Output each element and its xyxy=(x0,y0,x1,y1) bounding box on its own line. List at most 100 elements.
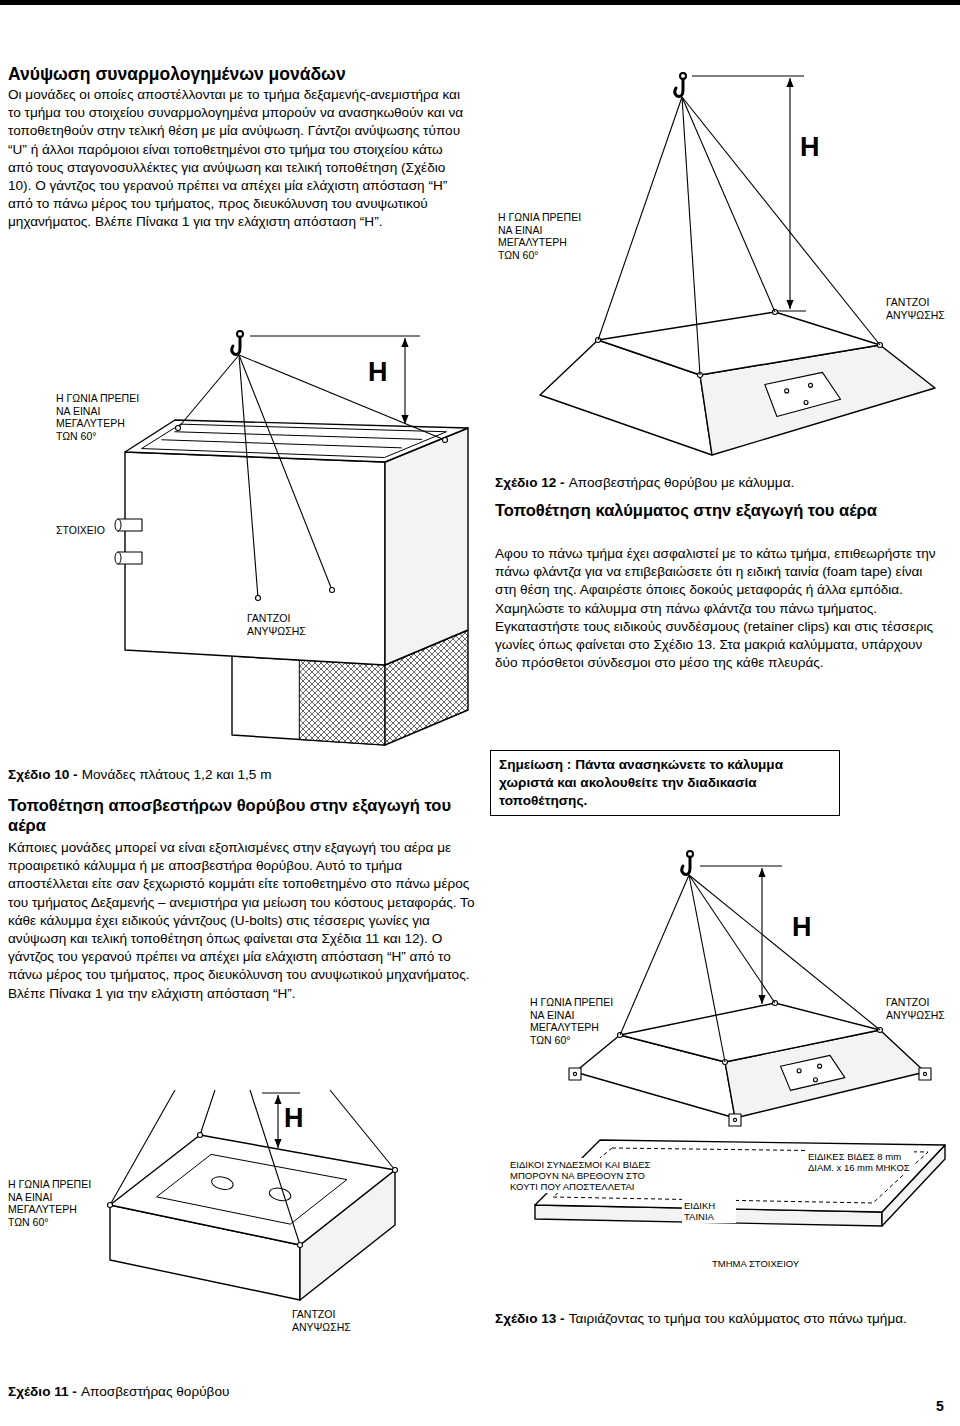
text-block: ΕΙΔΙΚΗ ΤΑΙΝΙΑ xyxy=(682,1199,736,1223)
lifting-cable xyxy=(682,97,880,345)
paragraph: Εγκαταστήστε τους ειδικούς συνδέσμους (r… xyxy=(495,618,942,673)
caption-number: Σχέδιο 11 - xyxy=(8,1384,77,1399)
coil-top xyxy=(125,420,468,462)
callout-label: Η ΓΩΝΙΑ ΠΡΕΠΕΙ ΝΑ ΕΙΝΑΙ ΜΕΓΑΛΥΤΕΡΗ ΤΩΝ 6… xyxy=(498,211,581,261)
lifting-cable xyxy=(178,355,239,428)
u-bolt xyxy=(198,1133,203,1138)
lifting-cable xyxy=(689,875,880,1030)
dimension-label: H xyxy=(800,132,820,162)
dimension-tick xyxy=(250,336,420,337)
hood-top xyxy=(598,312,880,375)
lifting-cable xyxy=(200,1090,215,1135)
clip-screw xyxy=(573,1072,576,1075)
callout-label: Η ΓΩΝΙΑ ΠΡΕΠΕΙ ΝΑ ΕΙΝΑΙ ΜΕΓΑΛΥΤΕΡΗ ΤΩΝ 6… xyxy=(56,392,139,442)
coil-connection xyxy=(118,552,142,564)
lifting-cable xyxy=(682,97,700,375)
callout-label: ΓΑΝΤΖΟΙ ΑΝΥΨΩΣΗΣ xyxy=(886,996,945,1021)
text-block: Σχέδιο 13 - Ταιριάζοντας το τμήμα του καλ… xyxy=(495,1310,925,1328)
fan-section xyxy=(232,656,385,745)
lifting-cable xyxy=(689,875,775,1003)
text-block: H xyxy=(792,913,812,941)
attenuator-baffle xyxy=(157,1154,347,1224)
text-block: Οι μονάδες οι οποίες αποστέλλονται με το… xyxy=(8,86,470,232)
lifting-cable xyxy=(689,875,725,1062)
fan-grille xyxy=(299,660,385,745)
text-block: Κάποιες μονάδες μπορεί να είναι εξοπλισμ… xyxy=(8,839,480,1003)
text-block: Η ΓΩΝΙΑ ΠΡΕΠΕΙ ΝΑ ΕΙΝΑΙ ΜΕΓΑΛΥΤΕΡΗ ΤΩΝ 6… xyxy=(56,392,146,442)
lifting-cable xyxy=(239,355,445,440)
text-block: Τοποθέτηση καλύμματος στην εξαγωγή του α… xyxy=(495,500,950,520)
lifting-cable xyxy=(110,1090,175,1205)
text-block: Σχέδιο 12 -Αποσβεστήρας θορύβου με κάλυμ… xyxy=(495,474,950,492)
text-block: Η ΓΩΝΙΑ ΠΡΕΠΕΙ ΝΑ ΕΙΝΑΙ ΜΕΓΑΛΥΤΕΡΗ ΤΩΝ 6… xyxy=(530,996,620,1046)
lifting-cable xyxy=(239,355,332,590)
callout-label: ΤΜΗΜΑ ΣΤΟΙΧΕΙΟΥ xyxy=(712,1258,799,1269)
attenuator-opening xyxy=(210,1175,234,1191)
u-bolt xyxy=(176,426,181,431)
drip-pan xyxy=(142,424,447,457)
caption-number: Σχέδιο 13 - xyxy=(495,1311,565,1326)
crane-hook xyxy=(675,79,683,96)
paragraph: Αφου το πάνω τμήμα έχει ασφαλιστεί με το… xyxy=(495,545,942,618)
section-heading: Ανύψωση συναρμολογημένων μονάδων xyxy=(8,64,346,84)
text-block: ΣΤΟΙΧΕΙΟ xyxy=(56,524,105,537)
text-block: H xyxy=(800,133,820,161)
text-block: 5 xyxy=(936,1398,944,1414)
text-block: Τοποθέτηση αποσβεστήρων θορύβου στην εξα… xyxy=(8,795,468,835)
lifting-cable xyxy=(620,875,689,1035)
lifting-cable xyxy=(598,97,682,340)
callout-label: ΓΑΝΤΖΟΙ ΑΝΥΨΩΣΗΣ xyxy=(292,1308,351,1333)
text-block: Σχέδιο 11 -Αποσβεστήρας θορύβου xyxy=(8,1383,428,1401)
callout-label: ΓΑΝΤΖΟΙ ΑΝΥΨΩΣΗΣ xyxy=(886,296,945,321)
coil-connection xyxy=(115,552,121,564)
text-block: ΕΙΔΙΚΟΙ ΣΥΝΔΕΣΜΟΙ ΚΑΙ ΒΙΔΕΣ ΜΠΟΡΟΥΝ ΝΑ Β… xyxy=(508,1158,662,1193)
callout-label: ΕΙΔΙΚΟΙ ΣΥΝΔΕΣΜΟΙ ΚΑΙ ΒΙΔΕΣ ΜΠΟΡΟΥΝ ΝΑ Β… xyxy=(510,1159,650,1192)
retainer-clip xyxy=(729,1114,741,1126)
dimension-tick xyxy=(262,1093,300,1094)
caption-text: Ταιριάζοντας το τμήμα του καλύμματος στο… xyxy=(569,1311,907,1326)
dimension-label: H xyxy=(284,1103,304,1133)
dimension-label: H xyxy=(368,357,388,387)
section-heading: Τοποθέτηση αποσβεστήρων θορύβου στην εξα… xyxy=(8,796,451,834)
text-block: H xyxy=(284,1104,304,1132)
clip-screw xyxy=(733,1118,736,1121)
panel-fastener xyxy=(785,389,789,393)
panel-fastener xyxy=(809,383,813,387)
caption-number: Σχέδιο 12 - xyxy=(495,475,565,490)
coil-tube xyxy=(174,432,422,440)
coil-connection xyxy=(115,519,121,531)
text-block: ΓΑΝΤΖΟΙ ΑΝΥΨΩΣΗΣ xyxy=(886,996,956,1021)
dimension-line xyxy=(789,78,790,309)
dimension-line xyxy=(277,1095,278,1148)
text-block: H xyxy=(368,358,388,386)
panel-fastener xyxy=(818,1064,822,1068)
text-block: ΓΑΝΤΖΟΙ ΑΝΥΨΩΣΗΣ xyxy=(292,1308,364,1333)
page-rule xyxy=(0,0,960,5)
lifting-cable xyxy=(330,1090,395,1170)
attenuator-opening xyxy=(268,1186,292,1202)
callout-label: Η ΓΩΝΙΑ ΠΡΕΠΕΙ ΝΑ ΕΙΝΑΙ ΜΕΓΑΛΥΤΕΡΗ ΤΩΝ 6… xyxy=(8,1178,91,1228)
text-block: ΕΙΔΙΚΕΣ ΒΙΔΕΣ 8 mm ΔΙΑΜ. x 16 mm ΜΗΚΟΣ xyxy=(806,1150,914,1174)
dimension-tick xyxy=(700,866,782,867)
hood-top xyxy=(620,1003,880,1062)
text-block: Η ΓΩΝΙΑ ΠΡΕΠΕΙ ΝΑ ΕΙΝΑΙ ΜΕΓΑΛΥΤΕΡΗ ΤΩΝ 6… xyxy=(498,211,588,261)
text-block: ΓΑΝΤΖΟΙ ΑΝΥΨΩΣΗΣ xyxy=(247,612,329,637)
text-block: ΓΑΝΤΖΟΙ ΑΝΥΨΩΣΗΣ xyxy=(886,296,956,321)
panel-fastener xyxy=(797,1069,801,1073)
lifting-cable xyxy=(239,355,258,598)
section-heading: Τοποθέτηση καλύμματος στην εξαγωγή του α… xyxy=(495,501,877,519)
lifting-cable xyxy=(682,97,775,312)
text-block: Η ΓΩΝΙΑ ΠΡΕΠΕΙ ΝΑ ΕΙΝΑΙ ΜΕΓΑΛΥΤΕΡΗ ΤΩΝ 6… xyxy=(8,1178,98,1228)
panel-fastener xyxy=(813,1078,817,1082)
u-bolt xyxy=(256,596,261,601)
dimension-line xyxy=(404,338,405,424)
access-panel xyxy=(781,1055,845,1090)
note-box: Σημείωση : Πάντα ανασηκώνετε το κάλυμμα … xyxy=(490,750,840,816)
callout-label: ΓΑΝΤΖΟΙ ΑΝΥΨΩΣΗΣ xyxy=(247,612,306,637)
text-block: Σχέδιο 10 -Μονάδες πλάτους 1,2 και 1,5 m xyxy=(8,766,468,784)
coil-section xyxy=(385,428,468,665)
callout-label: Η ΓΩΝΙΑ ΠΡΕΠΕΙ ΝΑ ΕΙΝΑΙ ΜΕΓΑΛΥΤΕΡΗ ΤΩΝ 6… xyxy=(530,996,613,1046)
attenuator-top xyxy=(110,1135,395,1245)
page-number: 5 xyxy=(936,1398,944,1414)
text-block: Αφου το πάνω τμήμα έχει ασφαλιστεί με το… xyxy=(495,545,942,672)
